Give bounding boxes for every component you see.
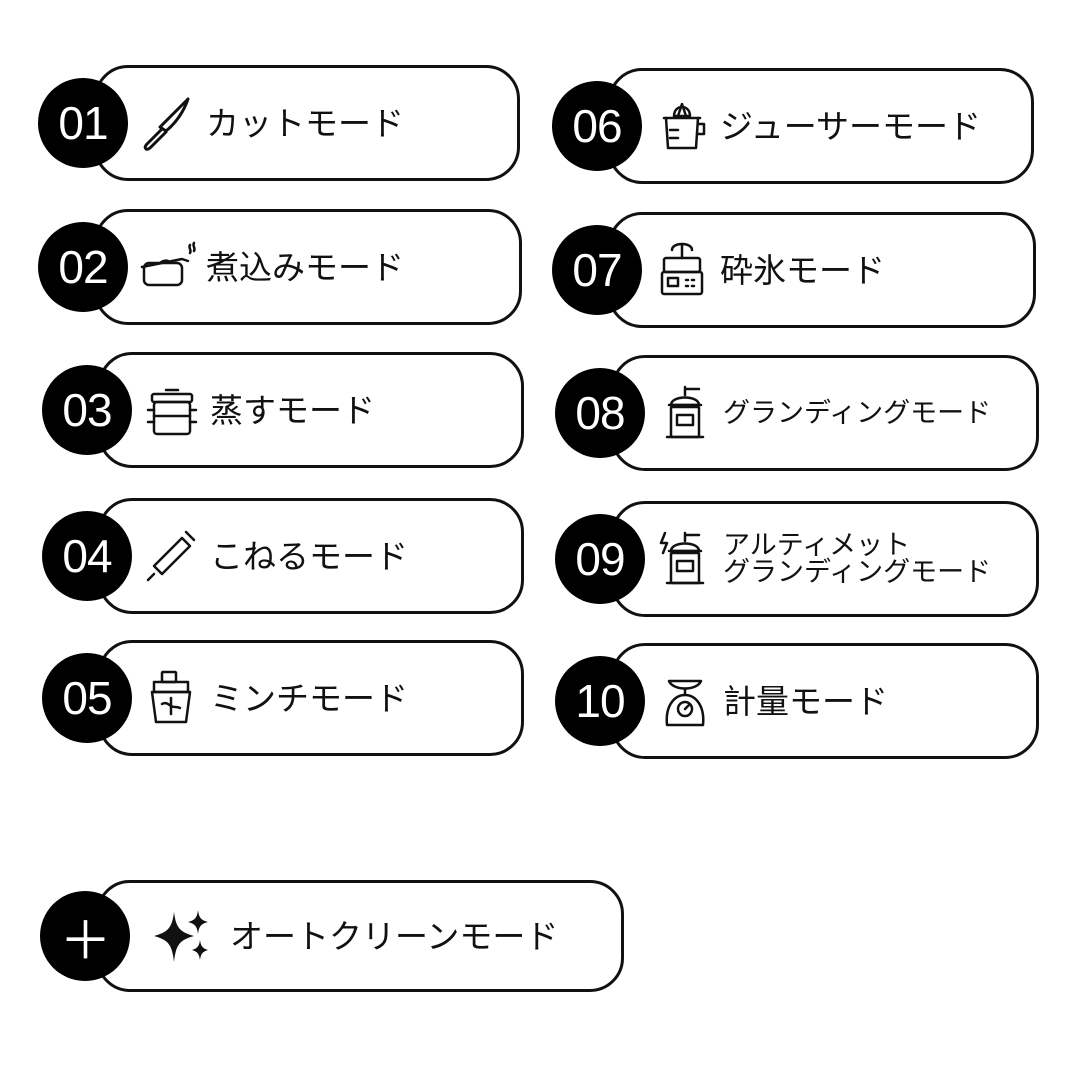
mode-number-badge: 07 [552,225,642,315]
mode-08-grinding: 08 グランディングモード [555,355,1039,471]
juicer-icon [652,96,712,156]
mode-number-badge: 05 [42,653,132,743]
mode-label-line2: グランディングモード [723,557,992,588]
mode-label: アルティメット グランディングモード [723,501,1029,617]
mode-label: オートクリーンモード [230,916,559,956]
scale-icon [655,671,715,731]
mode-03-steam: 03 蒸すモード [42,352,524,468]
ice-crusher-icon [652,240,712,300]
mode-label: 蒸すモード [210,390,375,430]
mode-label: ミンチモード [210,678,408,718]
mode-01-cut: 01 カットモード [38,65,520,181]
mode-06-juicer: 06 ジューサーモード [552,68,1034,184]
steamer-icon [142,380,202,440]
rolling-pin-icon [142,526,202,586]
mode-pill [98,640,524,756]
mode-pill [611,501,1039,617]
mode-label: グランディングモード [723,397,992,429]
mode-09-ultimate-grinding: 09 アルティメット グランディングモード [555,501,1039,617]
mode-10-weigh: 10 計量モード [555,643,1039,759]
mode-pill [98,498,524,614]
mode-label: カットモード [206,103,404,143]
mode-07-ice-crush: 07 砕氷モード [552,212,1036,328]
knife-icon [138,93,198,153]
mode-pill [98,352,524,468]
mode-pill [94,209,522,325]
mode-05-mince: 05 ミンチモード [42,640,524,756]
coffee-grinder-icon [655,383,715,443]
mode-04-knead: 04 こねるモード [42,498,524,614]
mode-number-badge: 02 [38,222,128,312]
sparkle-icon [152,906,212,966]
mode-pill [611,643,1039,759]
mincer-icon [142,668,202,728]
mode-number-badge: 01 [38,78,128,168]
mode-label-line1: アルティメット [723,530,911,561]
mode-label: 煮込みモード [206,247,404,287]
mode-number-badge: 09 [555,514,645,604]
ultimate-grinder-icon [655,529,715,589]
mode-number-badge: 08 [555,368,645,458]
mode-auto-clean: ＋ オートクリーンモード [40,880,624,992]
pot-icon [138,237,198,297]
mode-label: 砕氷モード [720,250,885,290]
mode-02-simmer: 02 煮込みモード [38,209,522,325]
mode-number-badge: 03 [42,365,132,455]
plus-badge: ＋ [40,891,130,981]
mode-number-badge: 10 [555,656,645,746]
mode-number-badge: 04 [42,511,132,601]
mode-pill [611,355,1039,471]
mode-pill [608,68,1034,184]
mode-label: ジューサーモード [720,106,982,146]
mode-number-badge: 06 [552,81,642,171]
mode-pill [608,212,1036,328]
mode-label: 計量モード [723,681,888,721]
mode-label: こねるモード [210,536,408,576]
